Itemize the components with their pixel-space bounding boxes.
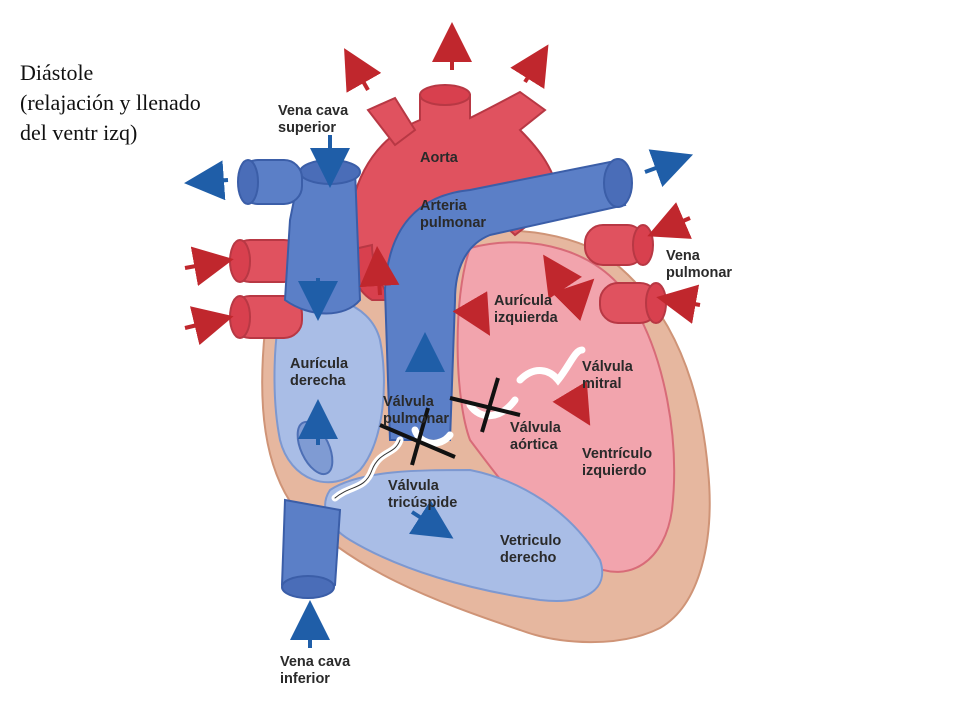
label-valvula-tricuspide: Válvula tricúspide xyxy=(388,478,457,511)
closed-valve-x-aortic xyxy=(449,377,521,433)
arrow-red xyxy=(543,254,582,300)
tricuspid-valve-outline xyxy=(334,439,401,499)
caption-line-1: Diástole xyxy=(20,60,94,85)
arrow-red xyxy=(552,381,591,426)
arrow-blue xyxy=(644,149,694,187)
label-arteria-pulmonar: Arteria pulmonar xyxy=(420,198,486,231)
arrow-red xyxy=(359,246,400,296)
pulmonary-vein-left-lower-end xyxy=(229,295,251,339)
arrow-red xyxy=(647,202,692,239)
aorta-branch-top xyxy=(419,84,471,106)
label-auricula-derecha: Aurícula derecha xyxy=(290,356,352,389)
label-valvula-mitral: Válvula mitral xyxy=(582,359,637,392)
label-vena-cava-superior: Vena cava superior xyxy=(278,103,352,136)
label-auricula-izquierda: Aurícula izquierda xyxy=(494,293,559,326)
pulmonary-artery xyxy=(383,160,627,441)
blue-flow-arrows xyxy=(184,135,694,648)
label-valvula-pulmonar: Válvula pulmonar xyxy=(383,394,449,427)
label-aorta: Aorta xyxy=(420,150,459,166)
label-ventriculo-derecho: Vetriculo derecho xyxy=(500,533,565,566)
inferior-vena-cava-opening xyxy=(281,575,335,599)
pulmonary-artery-end xyxy=(603,158,633,208)
vein-branch-left-end xyxy=(237,159,259,205)
arrow-red xyxy=(510,44,549,89)
label-ventriculo-izquierdo: Ventrículo izquierdo xyxy=(582,446,656,479)
label-valvula-aortica: Válvula aórtica xyxy=(510,420,565,453)
aorta-branch-left xyxy=(366,96,417,147)
aortic-valve xyxy=(466,396,519,420)
caption-line-2: (relajación y llenado xyxy=(20,90,201,115)
pulmonary-vein-lower-end xyxy=(645,282,667,324)
closed-valve-x-pulmonary xyxy=(379,407,456,466)
arrow-red xyxy=(184,246,234,286)
diagram-caption: Diástole (relajación y llenado del ventr… xyxy=(20,58,201,148)
label-vena-cava-inferior: Vena cava inferior xyxy=(280,654,354,687)
right-ventricle-chamber xyxy=(324,468,604,602)
red-flow-arrows xyxy=(184,22,701,426)
arrow-blue xyxy=(184,160,229,201)
arrow-red xyxy=(184,306,234,346)
arrow-blue xyxy=(408,500,454,539)
arrow-red xyxy=(344,48,382,93)
caption-line-3: del ventr izq) xyxy=(20,120,138,145)
arrow-red xyxy=(656,284,701,324)
arrow-red xyxy=(452,291,491,336)
arrow-red xyxy=(551,278,595,322)
label-vena-pulmonar: Vena pulmonar xyxy=(666,248,732,281)
mitral-valve xyxy=(516,346,586,386)
pulmonary-vein-upper-end xyxy=(632,224,654,266)
pulmonary-vein-left-upper-end xyxy=(229,239,251,283)
pulmonary-valve xyxy=(411,426,454,447)
